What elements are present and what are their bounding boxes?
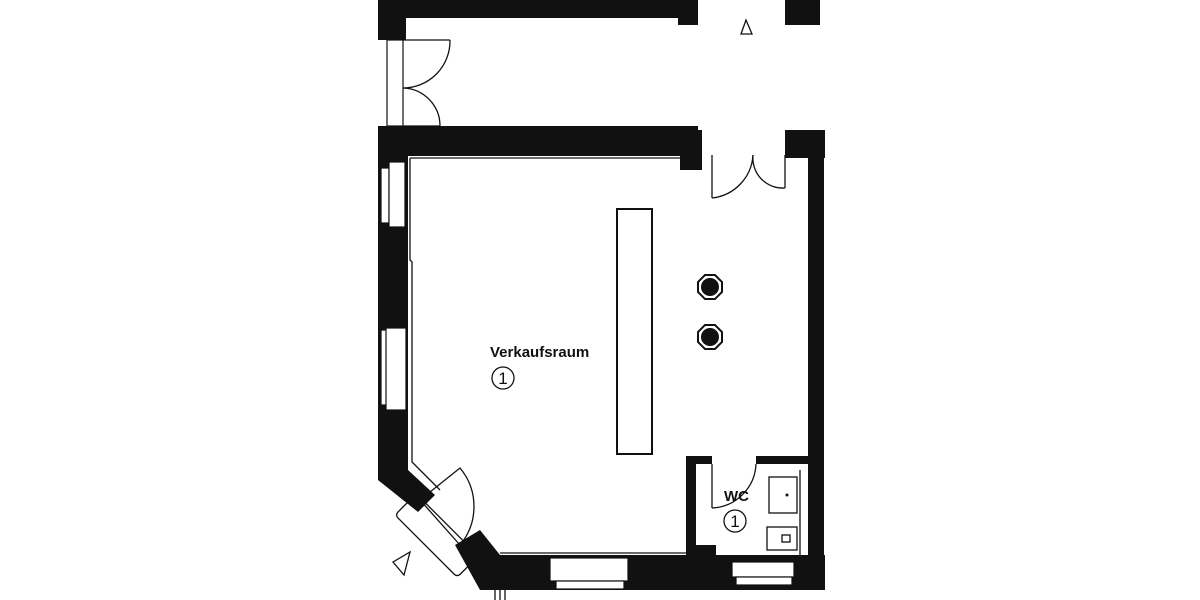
room-label-wc: WC [724, 488, 749, 505]
main-room-interior-outline [409, 157, 690, 554]
entrance-triangle-top [740, 18, 753, 35]
room-number-circle [491, 366, 515, 390]
diagonal-entrance-door [396, 467, 478, 577]
wc-window [731, 561, 795, 578]
wc-walls [686, 456, 816, 590]
wc-door [711, 463, 757, 509]
corridor-double-door [386, 39, 451, 127]
wc-toilet [766, 526, 798, 551]
room-number-wc: 1 [730, 512, 739, 531]
wc-washbasin [768, 476, 798, 514]
bottom-ticks [494, 590, 506, 600]
room-number-verkaufsraum: 1 [498, 369, 507, 388]
columns [697, 274, 723, 350]
left-windows [380, 161, 407, 411]
entrance-triangle-bottom [392, 550, 412, 577]
main-double-door [711, 154, 786, 199]
room-label-verkaufsraum: Verkaufsraum [490, 344, 589, 361]
wc-number-circle [723, 509, 747, 533]
bottom-window [549, 557, 629, 582]
sales-counter [616, 208, 653, 455]
corridor-walls [378, 0, 825, 170]
